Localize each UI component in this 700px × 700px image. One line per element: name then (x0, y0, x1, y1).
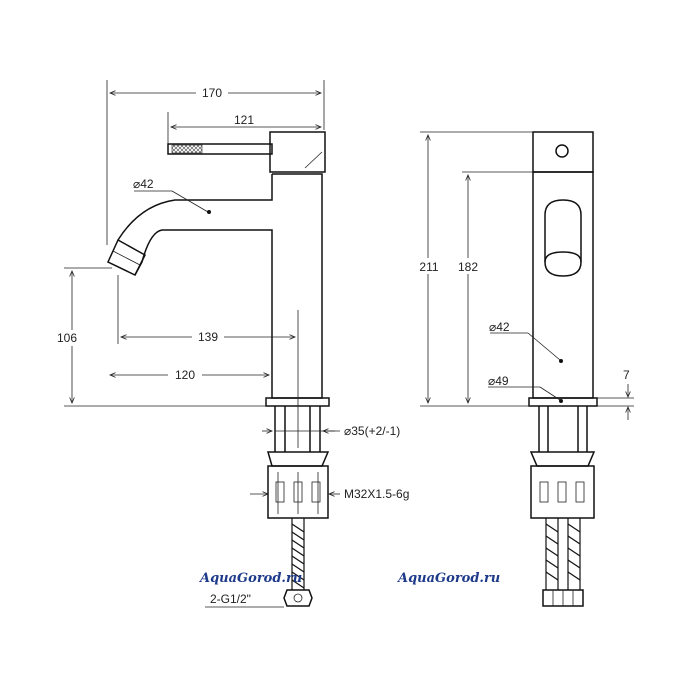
watermark-right: AquaGorod.ru (396, 571, 500, 586)
front-dimensions: 211 182 ⌀42 ⌀49 7 (414, 131, 634, 420)
side-shank (274, 406, 321, 452)
front-nut-top (529, 451, 596, 467)
dim-spout-reach-120: 120 (175, 368, 195, 382)
side-nut-top (267, 451, 330, 467)
dim-spout-reach-139: 139 (198, 330, 218, 344)
front-hoses (545, 518, 581, 590)
front-view (528, 131, 598, 607)
front-shank (538, 406, 588, 452)
dim-body-diameter: ⌀42 (489, 320, 510, 334)
front-body (532, 171, 594, 399)
dim-base-height: 7 (623, 368, 630, 382)
dim-total-length: 170 (202, 86, 222, 100)
front-spout (544, 199, 582, 277)
side-aerator (107, 238, 146, 276)
dim-spout-height: 106 (57, 331, 77, 345)
side-body-outline (134, 173, 323, 399)
dim-total-height: 211 (419, 260, 438, 274)
front-nut (530, 465, 595, 519)
dim-hose-connection: 2-G1/2" (210, 592, 251, 606)
dim-hole-diameter: ⌀35(+2/-1) (344, 424, 400, 438)
side-knurled-grip (171, 144, 203, 154)
side-handle-block (269, 131, 326, 173)
dim-spout-diameter: ⌀42 (133, 177, 154, 191)
front-handle-hole (555, 144, 569, 158)
dim-base-diameter: ⌀49 (488, 374, 509, 388)
dim-thread: M32X1.5-6g (344, 487, 409, 501)
side-dimensions: 170 121 ⌀42 106 139 120 ⌀35(+2/-1) M32X1… (50, 80, 409, 608)
side-hose-nut (283, 589, 313, 607)
side-base-ring (265, 397, 330, 407)
dim-handle-length: 121 (234, 113, 254, 127)
front-handle-block (532, 131, 594, 173)
side-view (107, 131, 330, 607)
front-base-ring (528, 397, 598, 407)
side-spout-outline (117, 174, 273, 241)
side-hose (291, 518, 305, 590)
watermark-left: AquaGorod.ru (198, 571, 302, 586)
side-handle-lever (167, 143, 273, 155)
dim-body-height: 182 (458, 260, 478, 274)
